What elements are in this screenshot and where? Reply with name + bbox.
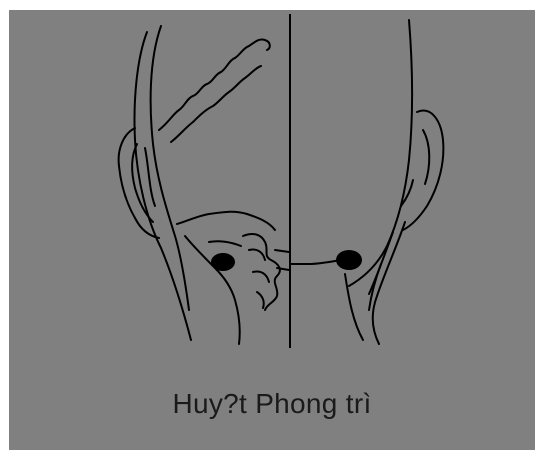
head-right-profile [290, 20, 443, 344]
head-left-profile [119, 26, 289, 344]
diagram-caption: Huy?t Phong trì [9, 384, 535, 424]
illustration-panel: Huy?t Phong trì [9, 10, 535, 450]
acupoint-marker-left [211, 253, 235, 271]
acupoint-marker-right [336, 250, 362, 270]
